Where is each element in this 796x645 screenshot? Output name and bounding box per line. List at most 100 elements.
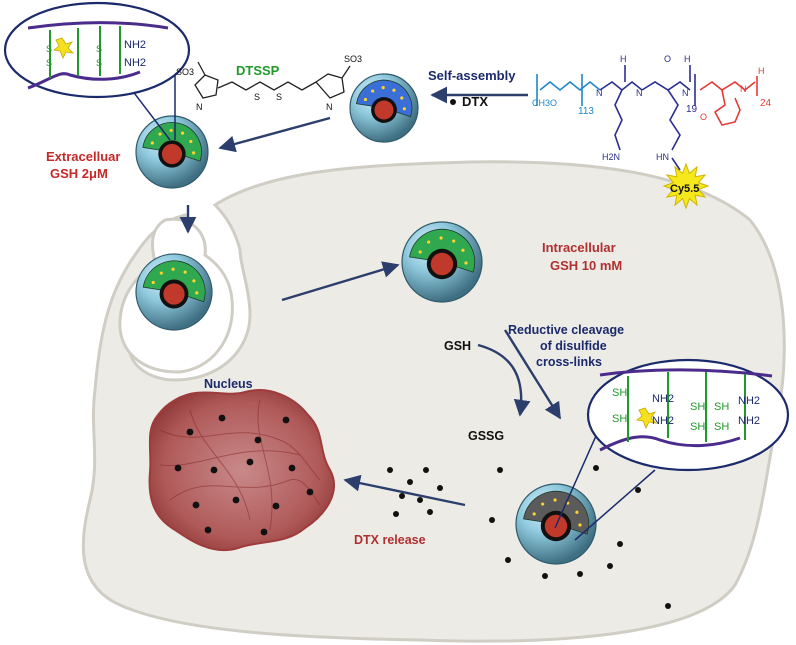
drug-dot (192, 501, 200, 509)
zoom-bottom-sh-4: SH (690, 421, 705, 433)
label-nucleus: Nucleus (204, 377, 253, 391)
payload-dot (418, 250, 422, 254)
dtssp-n-right: N (326, 102, 333, 112)
micelle-drug-core (374, 100, 394, 120)
zoom-top-nh2-1: NH2 (124, 39, 146, 51)
drug-dot (288, 464, 296, 472)
label-intracellular-1: Intracellular (542, 240, 616, 255)
drug-dot (417, 497, 423, 503)
drug-dot (407, 479, 413, 485)
payload-dot (159, 271, 163, 275)
zoom-bottom-sh-1: SH (612, 387, 627, 399)
drug-dot (617, 541, 623, 547)
cy55-star-icon (662, 162, 710, 210)
zoom-bottom-sh-3: SH (690, 401, 705, 413)
drug-dot (210, 466, 218, 474)
label-dtx-release: DTX release (354, 533, 426, 547)
zoom-top-s-3: S (96, 44, 102, 54)
zoom-bottom-sh-2: SH (612, 413, 627, 425)
nucleus-drug-dots (174, 414, 314, 536)
micelle-endocytosed (135, 253, 213, 331)
payload-dot (402, 107, 406, 111)
zoom-top-s-4: S (96, 58, 102, 68)
drug-dot (665, 603, 671, 609)
drug-dot (393, 511, 399, 517)
dtssp-so3-right: SO3 (344, 54, 362, 64)
micelle-crosslinked (135, 115, 209, 189)
micelles-layer (135, 73, 597, 565)
payload-dot (452, 239, 456, 243)
drug-dot (387, 467, 393, 473)
zoom-bottom-nh2-2: NH2 (652, 415, 674, 427)
payload-dot (427, 240, 431, 244)
payload-dot (464, 261, 468, 265)
payload-dot (189, 139, 193, 144)
payload-dot (151, 280, 155, 285)
polymer-structure (536, 65, 758, 171)
payload-dot (371, 89, 375, 93)
drug-dot (246, 458, 254, 466)
drug-dot (186, 428, 194, 436)
label-gssg: GSSG (468, 429, 504, 443)
polymer-n-lys: 19 (686, 104, 698, 115)
label-dtssp: DTSSP (236, 63, 280, 78)
zoom-bottom-sh-6: SH (714, 421, 729, 433)
zoom-top-nh2-2: NH2 (124, 57, 146, 69)
arrow-reductive-cleavage (503, 329, 562, 420)
payload-dot (578, 523, 582, 527)
drug-dot (282, 416, 290, 424)
polymer-chain-bottom (27, 70, 141, 90)
payload-dot (532, 512, 536, 516)
dye-star-icon-2 (636, 407, 658, 429)
polymer-nh-2: N (636, 88, 643, 98)
zoom-bottom-nh2-3: NH2 (738, 395, 760, 407)
payload-dot (171, 267, 175, 271)
dtssp-s-2: S (276, 92, 282, 102)
label-gsh: GSH (444, 339, 471, 353)
payload-dot (150, 141, 154, 145)
zoom-ellipse-bottom (586, 358, 790, 472)
dye-star-icon (53, 37, 75, 59)
crosslink-zoom-after (554, 358, 790, 541)
drug-dot (497, 467, 503, 473)
zoom-bottom-nh2-1: NH2 (652, 393, 674, 405)
payload-dot (439, 236, 443, 240)
zoom-top-s-2: S (46, 58, 52, 68)
dtssp-so3-left: SO3 (176, 67, 194, 77)
drug-dot (204, 526, 212, 534)
label-extracellular-1: Extracelluar (46, 149, 120, 164)
label-reductive-2: of disulfide (540, 339, 607, 353)
payload-dot (192, 279, 196, 283)
zoom-top-s-1: S (46, 44, 52, 54)
micelle-intracellular (401, 221, 483, 303)
text-labels: DTSSP Self-assembly DTX Extracelluar GSH… (46, 39, 772, 547)
polymer-n-peg: 113 (578, 106, 594, 117)
drug-dot (489, 517, 495, 523)
payload-dot (158, 132, 162, 136)
dtx-dot-icon (450, 99, 456, 105)
micelle-self-assembled (349, 73, 419, 143)
nucleus (148, 389, 335, 552)
payload-dot (195, 291, 199, 295)
drug-dot (577, 571, 583, 577)
payload-dot (183, 270, 187, 274)
label-intracellular-2: GSH 10 mM (550, 258, 622, 273)
payload-dot (392, 88, 396, 92)
drug-dot (542, 573, 548, 579)
arrows (179, 86, 562, 507)
micelle-drug-core (161, 143, 183, 165)
drug-dot (437, 485, 443, 491)
drug-dot (272, 502, 280, 510)
payload-dot (553, 498, 557, 502)
disulfide-bonds (49, 26, 121, 78)
polymer-nh-1: N (596, 88, 603, 98)
polymer-chain-top (27, 21, 169, 30)
arrow-dtx-release (343, 474, 466, 507)
payload-dot (541, 502, 545, 506)
zoom-bottom-nh2-4: NH2 (738, 415, 760, 427)
arrow-gsh-to-gssg (477, 343, 531, 417)
drug-dot (218, 414, 226, 422)
drug-dot (232, 496, 240, 504)
label-extracellular-2: GSH 2μM (50, 166, 108, 181)
